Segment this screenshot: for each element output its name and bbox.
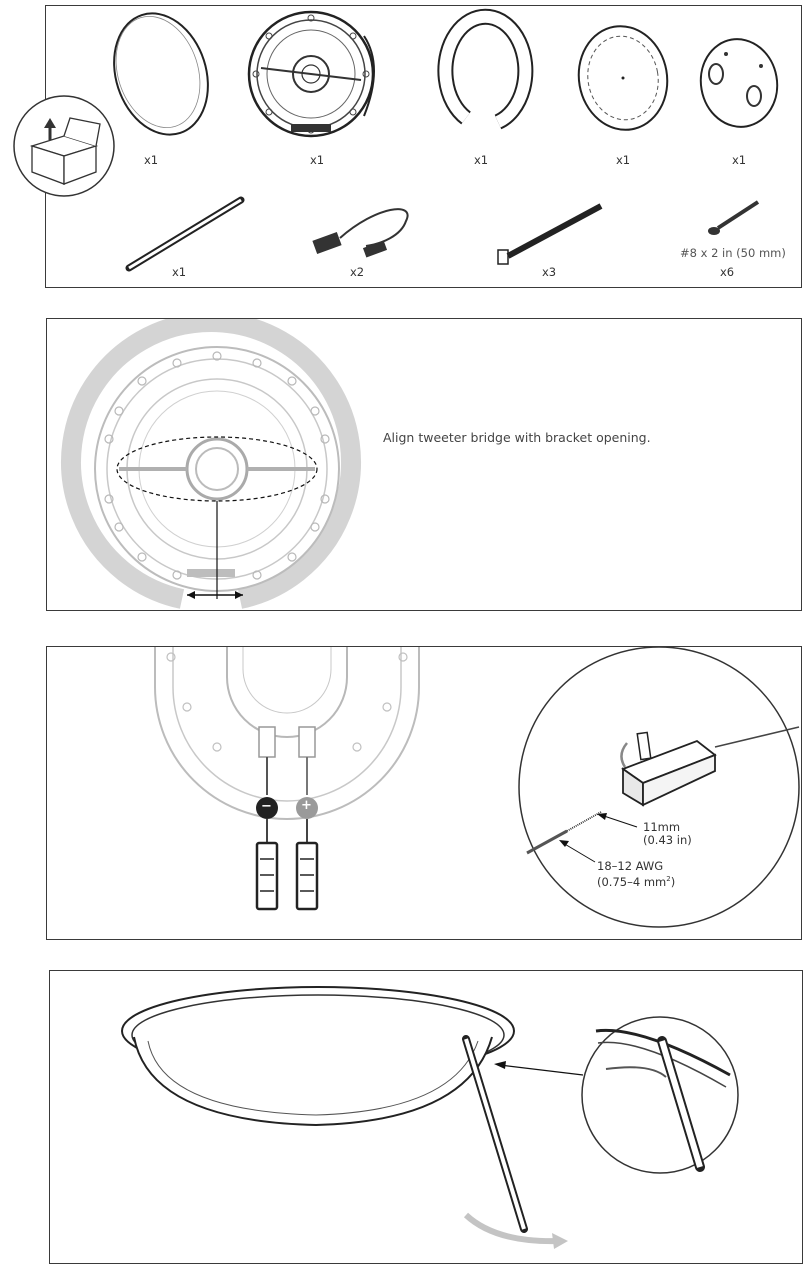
- tool-qty: x1: [172, 265, 187, 279]
- cable-tie-qty: x3: [542, 265, 557, 279]
- connector-illustration: [312, 208, 409, 258]
- align-panel: Align tweeter bridge with bracket openin…: [46, 318, 802, 611]
- align-illustration: [61, 319, 361, 609]
- speaker-qty: x1: [310, 153, 325, 167]
- connector-qty: x2: [350, 265, 365, 279]
- grille-removal-illustration: [121, 986, 739, 1249]
- bracket-qty: x1: [474, 153, 489, 167]
- grille-qty: x1: [144, 153, 159, 167]
- cable-tie-illustration: [497, 203, 603, 265]
- tool-illustration: [125, 196, 245, 272]
- screw-illustration: [708, 200, 760, 235]
- align-instruction: Align tweeter bridge with bracket openin…: [383, 430, 651, 445]
- grille-removal-panel: [49, 970, 803, 1264]
- parts-illustrations: [113, 8, 779, 272]
- strip-length-label: 11mm (0.43 in): [643, 820, 692, 847]
- wire-gauge-label: 18–12 AWG (0.75–4 mm2): [597, 859, 676, 889]
- wiring-illustration: [154, 647, 800, 928]
- screw-spec: #8 x 2 in (50 mm): [680, 246, 786, 260]
- template-qty: x1: [616, 153, 631, 167]
- template-illustration: [577, 25, 669, 131]
- bracket-illustration: [437, 8, 534, 130]
- positive-terminal-label: +: [301, 798, 312, 813]
- speaker-illustration: [247, 10, 375, 138]
- parts-panel: x1 x1 x1 x1 x1 x1 x2 x3 #8 x 2 in (50 mm…: [45, 5, 802, 288]
- cover-illustration: [699, 38, 779, 128]
- negative-terminal-label: −: [261, 799, 272, 814]
- screw-qty: x6: [720, 265, 735, 279]
- unbox-icon: [13, 95, 115, 197]
- cover-qty: x1: [732, 153, 747, 167]
- wiring-panel: − + 11mm (0.43 in) 18–12 AWG (0.75–4 mm2…: [46, 646, 802, 940]
- grille-illustration: [113, 12, 209, 136]
